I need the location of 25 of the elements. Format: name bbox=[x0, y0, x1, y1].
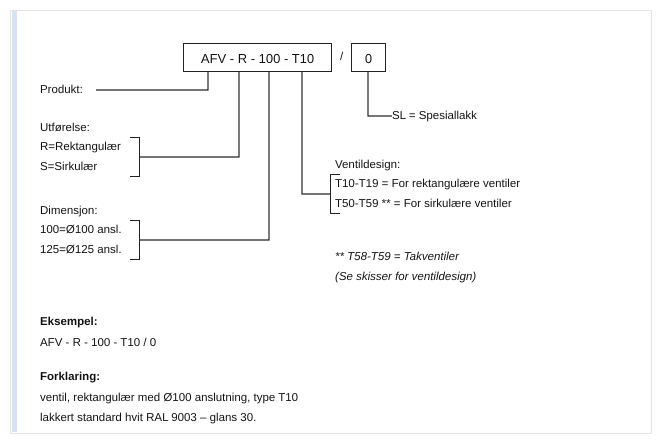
group-heading: Utførelse: bbox=[40, 121, 91, 136]
leader-line bbox=[140, 72, 240, 158]
option-text: 125=Ø125 ansl. bbox=[40, 243, 123, 258]
group-heading: Ventildesign: bbox=[334, 158, 402, 173]
label-text: AFV - R - 100 - T10 / 0 bbox=[40, 336, 156, 351]
option-text: T50-T59 ** = For sirkulære ventiler bbox=[335, 197, 513, 212]
leader-line bbox=[367, 72, 392, 117]
leader-line bbox=[301, 72, 330, 195]
option-text: 100=Ø100 ansl. bbox=[40, 223, 123, 238]
section-heading: Forklaring: bbox=[40, 370, 100, 385]
option-text: S=Sirkulær bbox=[40, 160, 98, 175]
leader-line bbox=[96, 72, 209, 91]
option-text: T10-T19 = For rektangulære ventiler bbox=[335, 177, 522, 192]
group-heading: Dimensjon: bbox=[40, 204, 99, 219]
leader-line bbox=[140, 72, 270, 241]
label-text: Produkt: bbox=[40, 80, 96, 100]
label-text: SL = Spesiallakk bbox=[392, 106, 477, 126]
code-box: AFV - R - 100 - T10 bbox=[183, 43, 332, 72]
description-text: ventil, rektangulær med Ø100 anslutning, type T10 lakkert standard hvit RAL 9003 – glans 30. bbox=[40, 391, 300, 426]
code-box: 0 bbox=[351, 43, 386, 72]
note-text: ** T58-T59 = Takventiler bbox=[335, 250, 459, 265]
option-text: R=Rektangulær bbox=[40, 140, 122, 155]
section-heading: Eksempel: bbox=[40, 315, 98, 330]
note-text: (Se skisser for ventildesign) bbox=[335, 270, 476, 285]
separator-text: / bbox=[340, 50, 344, 65]
